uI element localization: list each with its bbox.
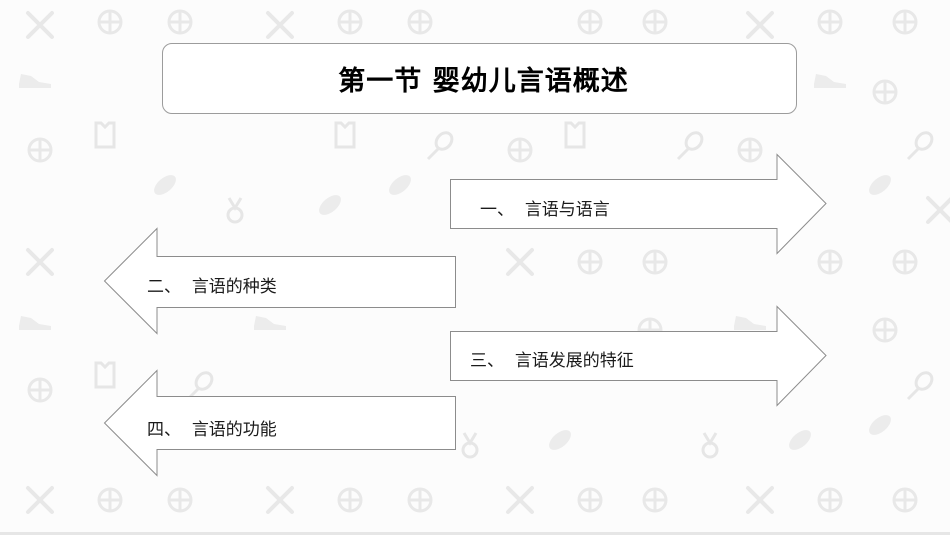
arrow-right-item-3[interactable] bbox=[450, 305, 827, 407]
item-1-number: 一、 bbox=[480, 200, 514, 220]
item-4-text: 言语的功能 bbox=[191, 420, 277, 440]
arrow-left-item-2[interactable] bbox=[103, 227, 456, 335]
item-4-label: 四、 言语的功能 bbox=[147, 415, 277, 440]
arrow-right-item-1[interactable] bbox=[450, 153, 827, 255]
title-box: 第一节 婴幼儿言语概述 bbox=[162, 43, 797, 114]
item-1-text: 言语与语言 bbox=[524, 200, 610, 220]
item-1-label: 一、 言语与语言 bbox=[480, 195, 610, 220]
item-2-number: 二、 bbox=[147, 277, 181, 297]
arrow-left-item-4[interactable] bbox=[103, 369, 456, 477]
item-3-text: 言语发展的特征 bbox=[514, 351, 634, 371]
item-3-label: 三、 言语发展的特征 bbox=[470, 346, 634, 371]
item-3-number: 三、 bbox=[470, 351, 504, 371]
bottom-divider bbox=[0, 532, 950, 535]
item-2-label: 二、 言语的种类 bbox=[147, 272, 277, 297]
item-4-number: 四、 bbox=[147, 420, 181, 440]
item-2-text: 言语的种类 bbox=[191, 277, 277, 297]
slide-title: 第一节 婴幼儿言语概述 bbox=[338, 66, 629, 97]
